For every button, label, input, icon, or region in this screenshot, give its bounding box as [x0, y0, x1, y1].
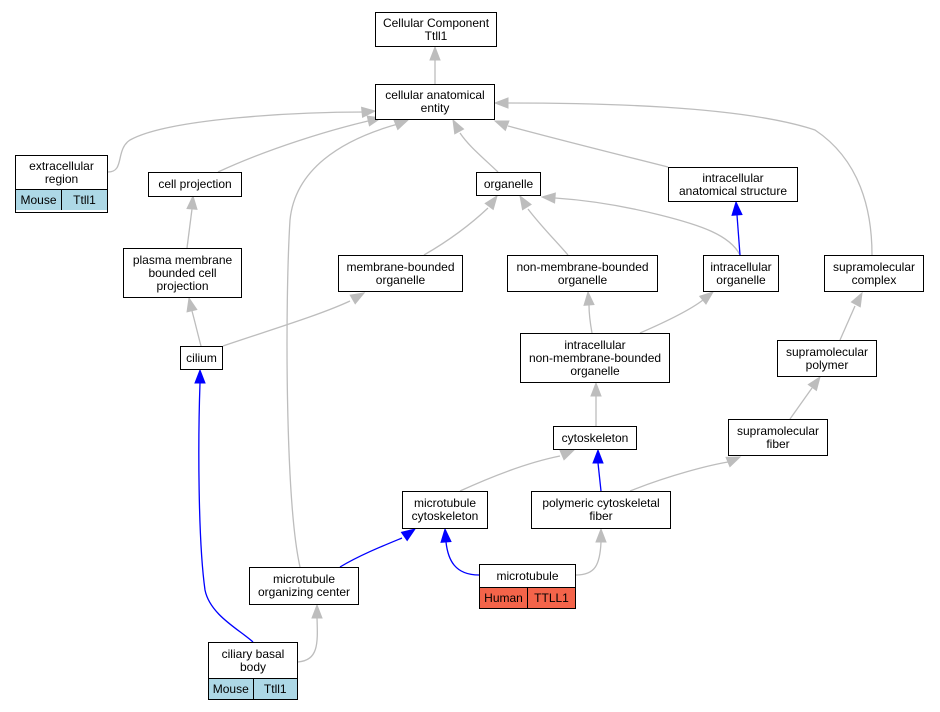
edge-cilium-to-pmbcp — [191, 310, 202, 347]
edge-ciliary-basal-body-to-mtoc — [297, 617, 318, 663]
node-cellular-anatomical-entity[interactable]: cellular anatomical entity — [375, 84, 495, 120]
node-organelle[interactable]: organelle — [476, 172, 541, 196]
edge-microtubule-cytoskeleton-to-cytoskeleton — [459, 455, 561, 492]
edge-supramolecular-complex-to-cae-arrowhead — [493, 97, 509, 109]
node-non-membrane-bounded-organelle[interactable]: non-membrane-bounded organelle — [507, 255, 658, 292]
edge-pmbcp-to-cell-projection-arrowhead — [186, 194, 198, 210]
node-supramolecular-fiber[interactable]: supramolecular fiber — [728, 419, 828, 456]
species-cell: Mouse — [209, 679, 254, 699]
node-polymeric-cytoskeletal-fiber[interactable]: polymeric cytoskeletal fiber — [531, 491, 671, 529]
edge-intracellular-anatomical-structure-to-cae-arrowhead — [493, 120, 510, 132]
edge-cilium-to-membrane-bounded-organelle-arrowhead — [349, 292, 366, 305]
edge-extracellular-region-to-cae-arrowhead — [360, 106, 377, 119]
edge-supramolecular-complex-to-cae — [507, 102, 873, 256]
edge-membrane-bounded-organelle-to-organelle — [423, 207, 489, 256]
edge-supramolecular-fiber-to-polymer-arrowhead — [807, 375, 821, 392]
node-extracellular-region[interactable]: extracellular region Mouse Ttll1 — [15, 155, 108, 213]
edge-microtubule-to-polymeric-cytoskeletal-fiber — [575, 541, 602, 576]
edge-cilium-to-pmbcp-arrowhead — [186, 296, 198, 313]
edge-polymeric-cytoskeletal-fiber-to-cytoskeleton — [597, 462, 602, 492]
node-supramolecular-complex[interactable]: supramolecular complex — [824, 255, 924, 292]
node-intracellular-anatomical-structure[interactable]: intracellular anatomical structure — [668, 167, 798, 202]
edge-microtubule-organizing-center-to-microtubule-cytoskeleton-arrowhead — [400, 528, 417, 542]
edge-intracellular-nmbo-to-non-membrane-bounded-organelle — [588, 304, 593, 334]
gene-cell: TTLL1 — [528, 588, 575, 608]
edge-supramolecular-polymer-to-complex — [839, 305, 856, 341]
edge-polymeric-cytoskeletal-fiber-to-supramolecular-fiber-arrowhead — [725, 456, 742, 468]
edge-intracellular-organelle-to-ias-arrowhead — [731, 200, 743, 216]
gene-annotation-row: Mouse Ttll1 — [16, 190, 107, 210]
species-cell: Mouse — [16, 190, 62, 210]
edge-cilium-to-membrane-bounded-organelle — [222, 300, 351, 347]
edge-microtubule-organizing-center-to-cae — [286, 123, 399, 568]
edge-cell-projection-to-cae — [217, 120, 369, 173]
edge-non-membrane-bounded-organelle-to-organelle — [527, 208, 569, 256]
edge-polymeric-cytoskeletal-fiber-to-cytoskeleton-arrowhead — [592, 448, 604, 464]
node-cilium[interactable]: cilium — [180, 346, 223, 370]
edge-microtubule-organizing-center-to-microtubule-cytoskeleton — [339, 537, 403, 568]
edge-supramolecular-polymer-to-complex-arrowhead — [850, 291, 863, 308]
node-cellular-component[interactable]: Cellular Component Ttll1 — [375, 12, 497, 47]
edge-cytoskeleton-to-intracellular-nmbo-arrowhead — [590, 381, 602, 397]
node-membrane-bounded-organelle[interactable]: membrane-bounded organelle — [338, 255, 463, 292]
edge-intracellular-organelle-to-organelle-arrowhead — [540, 192, 556, 204]
node-microtubule-cytoskeleton[interactable]: microtubule cytoskeleton — [402, 491, 488, 529]
edge-ciliary-basal-body-to-mtoc-arrowhead — [311, 603, 323, 619]
edges-layer — [107, 45, 873, 663]
node-cytoskeleton[interactable]: cytoskeleton — [553, 426, 637, 450]
node-cell-projection[interactable]: cell projection — [148, 172, 242, 197]
node-intracellular-organelle[interactable]: intracellular organelle — [703, 255, 779, 292]
node-microtubule[interactable]: microtubule Human TTLL1 — [479, 564, 576, 609]
edge-microtubule-organizing-center-to-cae-arrowhead — [393, 119, 410, 131]
node-ciliary-basal-body[interactable]: ciliary basal body Mouse Ttll1 — [208, 642, 298, 700]
edge-microtubule-cytoskeleton-to-cytoskeleton-arrowhead — [559, 449, 576, 461]
edge-microtubule-to-microtubule-cytoskeleton — [445, 541, 480, 576]
edge-supramolecular-fiber-to-polymer — [789, 387, 813, 420]
edge-intracellular-organelle-to-organelle — [554, 197, 741, 256]
edge-ciliary-basal-body-to-cilium-arrowhead — [194, 368, 206, 384]
edge-extracellular-region-to-cae — [107, 111, 366, 173]
edge-intracellular-nmbo-to-intracellular-organelle-arrowhead — [698, 291, 715, 305]
node-plasma-membrane-bounded-cell-projection[interactable]: plasma membrane bounded cell projection — [123, 248, 242, 298]
edge-polymeric-cytoskeletal-fiber-to-supramolecular-fiber — [629, 461, 729, 492]
edge-intracellular-anatomical-structure-to-cae — [507, 125, 669, 168]
edge-non-membrane-bounded-organelle-to-organelle-arrowhead — [519, 194, 532, 211]
node-supramolecular-polymer[interactable]: supramolecular polymer — [777, 340, 877, 377]
edge-organelle-to-cae — [459, 132, 499, 173]
species-cell: Human — [480, 588, 528, 608]
edge-organelle-to-cae-arrowhead — [452, 118, 465, 135]
gene-cell: Ttll1 — [62, 190, 107, 210]
edge-microtubule-to-microtubule-cytoskeleton-arrowhead — [440, 527, 452, 543]
node-intracellular-non-membrane-bounded-organelle[interactable]: intracellular non-membrane-bounded organ… — [520, 333, 670, 383]
gene-annotation-row: Human TTLL1 — [480, 588, 575, 608]
edge-pmbcp-to-cell-projection — [186, 208, 193, 249]
edge-intracellular-organelle-to-ias — [736, 214, 741, 256]
gene-cell: Ttll1 — [253, 679, 297, 699]
edge-intracellular-nmbo-to-intracellular-organelle — [639, 299, 704, 334]
gene-annotation-row: Mouse Ttll1 — [209, 679, 297, 699]
edge-membrane-bounded-organelle-to-organelle-arrowhead — [484, 194, 498, 211]
edge-intracellular-nmbo-to-non-membrane-bounded-organelle-arrowhead — [583, 290, 595, 306]
node-microtubule-organizing-center[interactable]: microtubule organizing center — [249, 567, 359, 605]
edge-ciliary-basal-body-to-cilium — [198, 382, 254, 643]
edge-cae-to-root-arrowhead — [429, 45, 441, 61]
edge-microtubule-to-polymeric-cytoskeletal-fiber-arrowhead — [595, 527, 607, 543]
